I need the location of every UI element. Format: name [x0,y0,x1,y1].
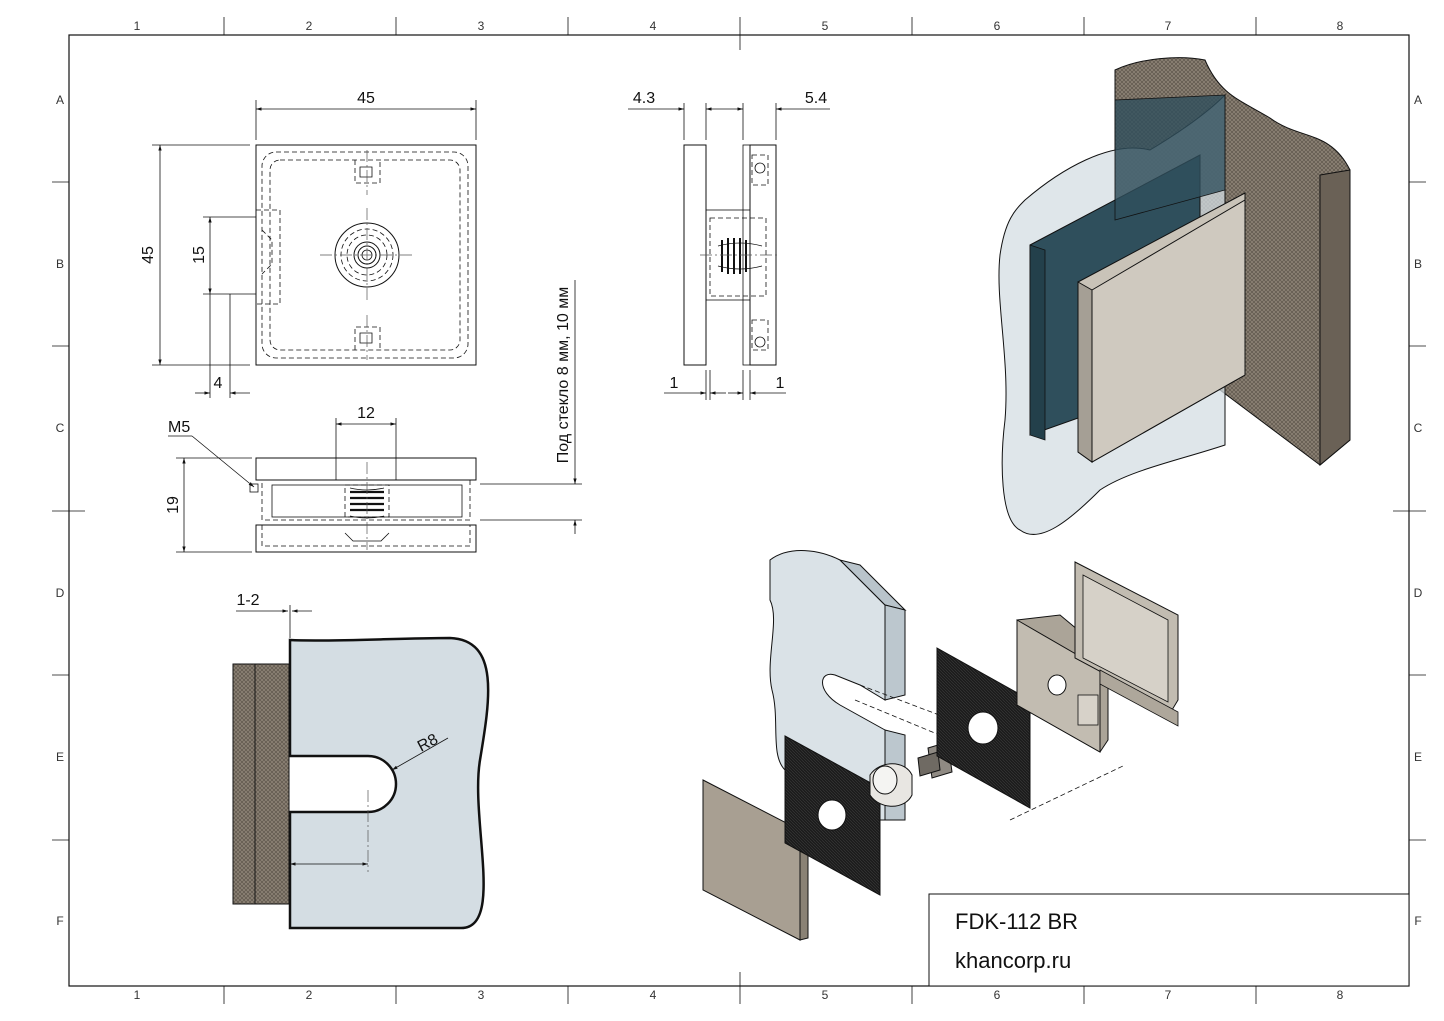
dim-side-right-step: 1 [776,375,785,392]
row-labels-left: A B C D E F [56,93,65,928]
column-label: 3 [478,988,485,1002]
column-label: 6 [994,988,1001,1002]
column-label: 4 [650,988,657,1002]
row-label: D [56,586,65,600]
column-label: 6 [994,19,1001,33]
dim-side-right-gap: 5.4 [805,90,827,107]
row-label: E [56,750,64,764]
column-label: 8 [1337,988,1344,1002]
row-label: A [56,93,64,107]
model-name: FDK-112 BR [955,909,1078,934]
column-label: 7 [1165,988,1172,1002]
column-label: 7 [1165,19,1172,33]
column-labels-bottom: 1 2 3 4 5 6 7 8 [134,988,1344,1002]
column-label: 3 [478,19,485,33]
sheet-frame [52,17,1426,1004]
column-label: 5 [822,988,829,1002]
side-view [683,144,780,366]
row-labels-right: A B C D E F [1414,93,1423,928]
row-label: F [56,914,63,928]
column-label: 2 [306,19,313,33]
front-view [255,144,477,366]
dim-slot-depth: 4 [214,375,223,392]
side-view-dimensions: 4.3 5.4 1 1 [628,90,830,400]
exploded-view [702,550,1179,941]
row-label: F [1414,914,1421,928]
row-label: B [56,257,64,271]
column-label: 5 [822,19,829,33]
dim-total-height: 19 [165,496,182,514]
dim-side-left-step: 1 [670,375,679,392]
front-view-dimensions: 45 45 15 4 [140,90,477,398]
row-label: D [1414,586,1423,600]
slot-detail: R8 1-2 [232,592,490,930]
dim-thread-width: 12 [357,405,375,422]
dim-inset: 1-2 [236,592,259,609]
bottom-view [249,457,477,553]
row-label: B [1414,257,1422,271]
dim-top-width: 45 [357,90,375,107]
dim-side-left-gap: 4.3 [633,90,655,107]
dim-left-height: 45 [140,246,157,264]
row-label: C [1414,421,1423,435]
row-label: E [1414,750,1422,764]
row-label: C [56,421,65,435]
column-label: 4 [650,19,657,33]
glass-thickness-note: Под стекло 8 мм, 10 мм [555,287,572,463]
column-labels-top: 1 2 3 4 5 6 7 8 [134,19,1344,33]
dim-thread: M5 [168,419,190,436]
bottom-view-dimensions: 12 M5 19 Под стекло 8 мм, 10 мм [165,280,582,553]
column-label: 1 [134,19,141,33]
title-block: FDK-112 BR khancorp.ru [928,893,1410,987]
column-label: 8 [1337,19,1344,33]
isometric-assembly [998,57,1351,535]
row-label: A [1414,93,1422,107]
site-name: khancorp.ru [955,948,1071,973]
column-label: 2 [306,988,313,1002]
column-label: 1 [134,988,141,1002]
dim-slot-height: 15 [191,246,208,264]
